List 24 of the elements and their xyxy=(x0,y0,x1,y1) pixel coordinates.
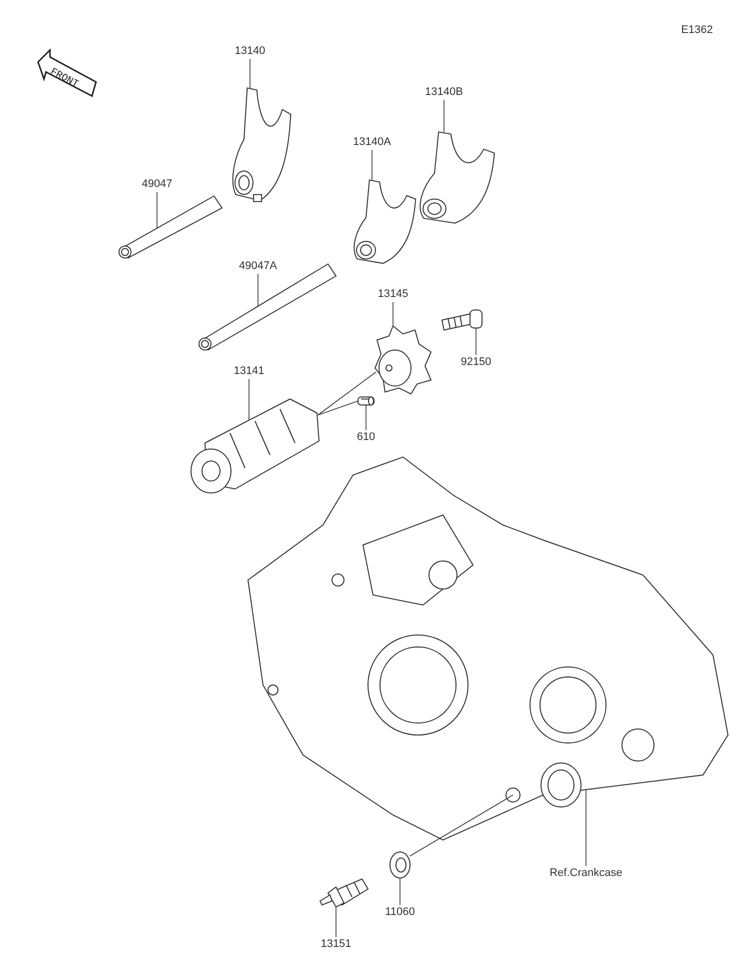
pin-drawing xyxy=(357,395,375,407)
callout-label: 11060 xyxy=(385,906,415,919)
washer-drawing xyxy=(388,850,412,880)
callout-label: 92150 xyxy=(460,356,492,369)
callout-label: 13140 xyxy=(234,45,266,58)
leader-line xyxy=(156,192,158,228)
assembly-line xyxy=(410,794,514,856)
shaft-drawing xyxy=(116,194,224,260)
callout-label: 13145 xyxy=(378,288,408,301)
callout-label: 610 xyxy=(356,431,376,444)
callout-label: 49047 xyxy=(142,178,172,191)
callout-label: Ref.Crankcase xyxy=(550,867,622,880)
callout-label: 13140B xyxy=(425,86,463,99)
shaft-drawing xyxy=(196,262,338,352)
assembly-line xyxy=(318,372,376,416)
assembly-line xyxy=(318,400,358,416)
callout-label: 13140A xyxy=(353,136,391,149)
diagram-code: E1362 xyxy=(681,24,713,37)
leader-line xyxy=(248,378,250,420)
callout-label: 13151 xyxy=(320,938,352,951)
bolt-drawing xyxy=(440,308,484,332)
callout-label: 49047A xyxy=(239,260,277,273)
callout-label: 13141 xyxy=(234,365,264,378)
leader-line xyxy=(392,302,394,326)
